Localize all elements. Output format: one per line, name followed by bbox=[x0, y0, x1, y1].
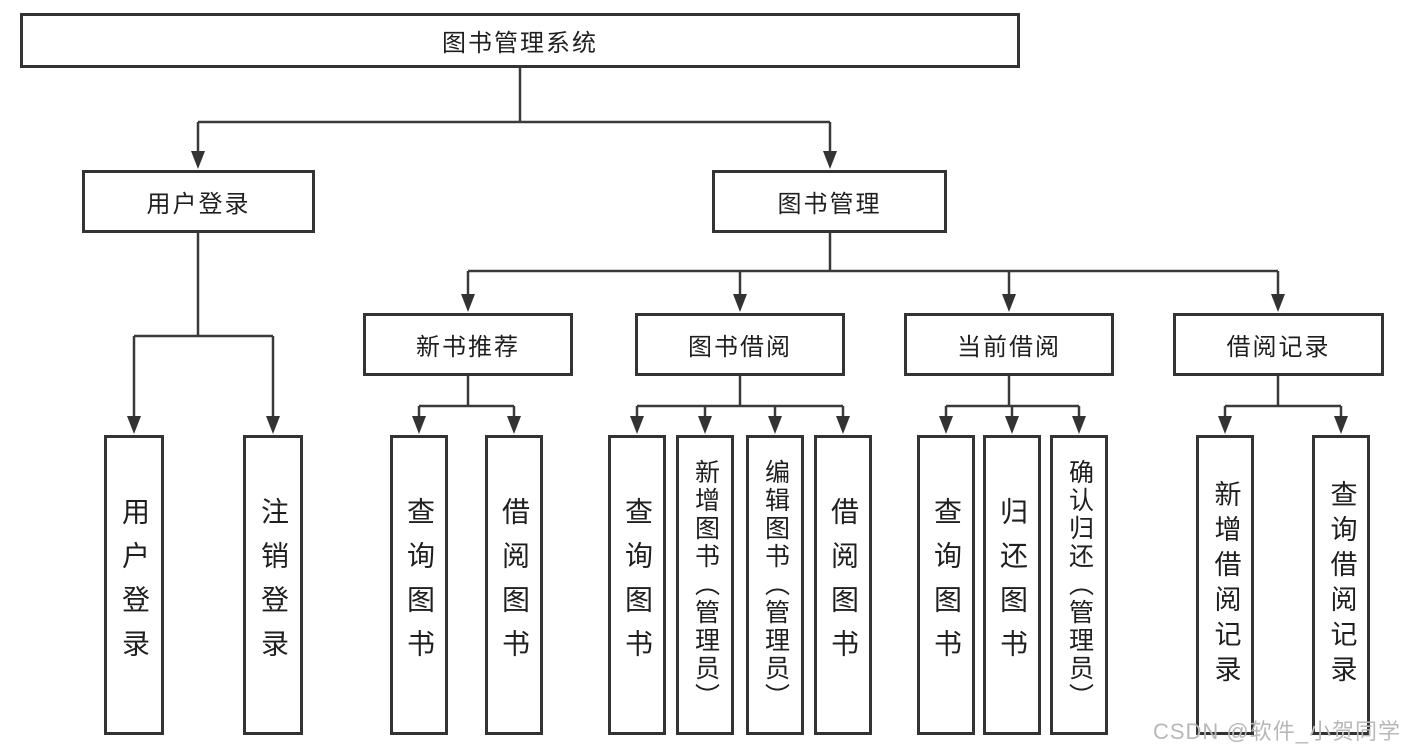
arrowhead-icon bbox=[768, 416, 782, 434]
arrowhead-icon bbox=[1072, 416, 1086, 434]
connector-borrow-records-to-leaves bbox=[1223, 376, 1343, 417]
leaf-logout: 注销登录 bbox=[243, 435, 303, 735]
leaf-query-books-1-label: 查询图书 bbox=[404, 497, 435, 673]
node-root: 图书管理系统 bbox=[20, 13, 1020, 68]
arrowhead-icon bbox=[127, 416, 141, 434]
arrowhead-icon bbox=[1002, 294, 1016, 312]
leaf-confirm-return-admin: 确认归还（管理员） bbox=[1050, 435, 1108, 735]
leaf-add-book-admin: 新增图书（管理员） bbox=[676, 435, 734, 735]
node-user-login: 用户登录 bbox=[82, 170, 315, 233]
node-current-borrow-label: 当前借阅 bbox=[957, 334, 1061, 361]
arrowhead-icon bbox=[266, 416, 280, 434]
connector-book-mgmt-to-level3 bbox=[466, 233, 1280, 296]
leaf-add-book-admin-label: 新增图书（管理员） bbox=[691, 459, 720, 711]
arrowhead-icon bbox=[507, 416, 521, 434]
arrowhead-icon bbox=[630, 416, 644, 434]
node-book-borrow-label: 图书借阅 bbox=[688, 334, 792, 361]
arrowhead-icon bbox=[733, 294, 747, 312]
leaf-query-books-3-label: 查询图书 bbox=[931, 497, 962, 673]
leaf-edit-book-admin: 编辑图书（管理员） bbox=[746, 435, 804, 735]
leaf-borrow-books-2-label: 借阅图书 bbox=[828, 497, 859, 673]
connector-user-login-to-leaves bbox=[132, 233, 275, 417]
leaf-query-books-2-label: 查询图书 bbox=[622, 497, 653, 673]
leaf-return-books: 归还图书 bbox=[983, 435, 1041, 735]
arrowhead-icon bbox=[191, 151, 205, 169]
arrowhead-icon bbox=[939, 416, 953, 434]
leaf-user-login-label: 用户登录 bbox=[119, 497, 150, 673]
leaf-borrow-books-2: 借阅图书 bbox=[814, 435, 872, 735]
connector-book-borrow-to-leaves bbox=[635, 376, 845, 417]
leaf-query-books-2: 查询图书 bbox=[608, 435, 666, 735]
csdn-watermark: CSDN @软件_小贺同学 bbox=[1152, 719, 1401, 744]
leaf-query-borrow-record: 查询借阅记录 bbox=[1312, 435, 1370, 735]
arrowhead-icon bbox=[1334, 416, 1348, 434]
leaf-query-books-1: 查询图书 bbox=[390, 435, 448, 735]
node-book-borrow: 图书借阅 bbox=[635, 313, 845, 376]
node-current-borrow: 当前借阅 bbox=[904, 313, 1114, 376]
arrowhead-icon bbox=[1218, 416, 1232, 434]
leaf-query-borrow-record-label: 查询借阅记录 bbox=[1326, 480, 1357, 690]
node-user-login-label: 用户登录 bbox=[146, 191, 251, 218]
node-book-management-label: 图书管理 bbox=[777, 191, 882, 218]
arrowhead-icon bbox=[1271, 294, 1285, 312]
arrowhead-icon bbox=[1005, 416, 1019, 434]
arrowhead-icon bbox=[698, 416, 712, 434]
leaf-edit-book-admin-label: 编辑图书（管理员） bbox=[761, 459, 790, 711]
connector-root-to-level2 bbox=[196, 68, 832, 152]
leaf-add-borrow-record-label: 新增借阅记录 bbox=[1210, 480, 1241, 690]
node-new-book-recommend: 新书推荐 bbox=[363, 313, 573, 376]
connector-current-borrow-to-leaves bbox=[944, 376, 1081, 417]
node-borrow-records-label: 借阅记录 bbox=[1226, 334, 1331, 361]
leaf-logout-label: 注销登录 bbox=[258, 497, 289, 673]
leaf-user-login: 用户登录 bbox=[104, 435, 164, 735]
leaf-borrow-books-1: 借阅图书 bbox=[485, 435, 543, 735]
arrowhead-icon bbox=[461, 294, 475, 312]
arrowhead-icon bbox=[836, 416, 850, 434]
leaf-borrow-books-1-label: 借阅图书 bbox=[499, 497, 530, 673]
leaf-return-books-label: 归还图书 bbox=[997, 497, 1028, 673]
node-new-book-recommend-label: 新书推荐 bbox=[416, 334, 520, 361]
arrowhead-icon bbox=[823, 151, 837, 169]
arrowhead-icon bbox=[412, 416, 426, 434]
leaf-confirm-return-admin-label: 确认归还（管理员） bbox=[1065, 459, 1094, 711]
node-root-label: 图书管理系统 bbox=[442, 30, 598, 57]
connector-new-book-rec-to-leaves bbox=[417, 376, 516, 417]
leaf-add-borrow-record: 新增借阅记录 bbox=[1196, 435, 1254, 735]
node-borrow-records: 借阅记录 bbox=[1173, 313, 1384, 376]
leaf-query-books-3: 查询图书 bbox=[917, 435, 975, 735]
node-book-management: 图书管理 bbox=[712, 170, 947, 233]
